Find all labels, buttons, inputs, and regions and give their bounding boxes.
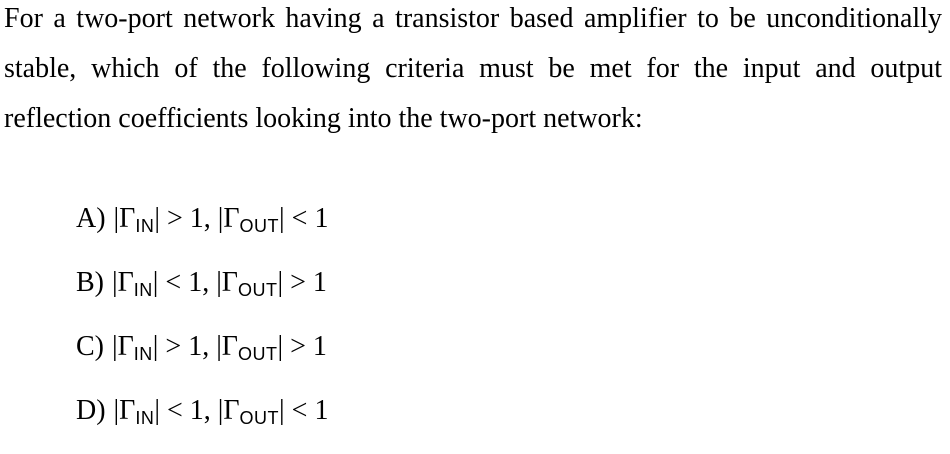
gamma-in-condition: | > 1, [152, 331, 217, 362]
gamma-in-subscript: IN [133, 344, 153, 364]
gamma-out-subscript: OUT [238, 280, 278, 300]
gamma-in-condition: | < 1, [154, 395, 218, 426]
gamma-out-condition: | < 1 [279, 203, 329, 234]
gamma-in-symbol: |Γ [112, 331, 134, 362]
question-text: For a two-port network having a transist… [4, 0, 942, 150]
option-a[interactable]: A)|ΓIN| > 1, |ΓOUT| < 1 [76, 198, 328, 262]
question-line-1: For a two-port network having a transist… [4, 3, 942, 34]
gamma-out-subscript: OUT [239, 216, 280, 236]
gamma-in-subscript: IN [133, 280, 153, 300]
gamma-out-subscript: OUT [239, 408, 280, 428]
gamma-in-subscript: IN [135, 408, 155, 428]
option-label: C) [76, 331, 104, 362]
option-d[interactable]: D)|ΓIN| < 1, |ΓOUT| < 1 [76, 390, 328, 454]
option-label: B) [76, 267, 104, 298]
gamma-out-symbol: |Γ [217, 395, 240, 426]
question-line-2: stable, which of the following criteria … [4, 53, 942, 84]
gamma-out-condition: | > 1 [277, 267, 327, 298]
option-c[interactable]: C)|ΓIN| > 1, |ΓOUT| > 1 [76, 326, 328, 390]
gamma-in-condition: | > 1, [154, 203, 218, 234]
gamma-in-condition: | < 1, [152, 267, 217, 298]
answer-options: A)|ΓIN| > 1, |ΓOUT| < 1 B)|ΓIN| < 1, |ΓO… [76, 198, 328, 454]
gamma-out-condition: | < 1 [279, 395, 329, 426]
gamma-out-subscript: OUT [238, 344, 278, 364]
gamma-in-subscript: IN [135, 216, 155, 236]
question-line-3: reflection coefficients looking into the… [4, 103, 643, 134]
gamma-out-symbol: |Γ [216, 267, 238, 298]
option-b[interactable]: B)|ΓIN| < 1, |ΓOUT| > 1 [76, 262, 328, 326]
option-label: D) [76, 395, 106, 426]
gamma-in-symbol: |Γ [113, 395, 136, 426]
gamma-in-symbol: |Γ [112, 267, 134, 298]
gamma-out-symbol: |Γ [217, 203, 240, 234]
gamma-out-symbol: |Γ [216, 331, 238, 362]
gamma-out-condition: | > 1 [277, 331, 327, 362]
option-label: A) [76, 203, 106, 234]
gamma-in-symbol: |Γ [113, 203, 136, 234]
